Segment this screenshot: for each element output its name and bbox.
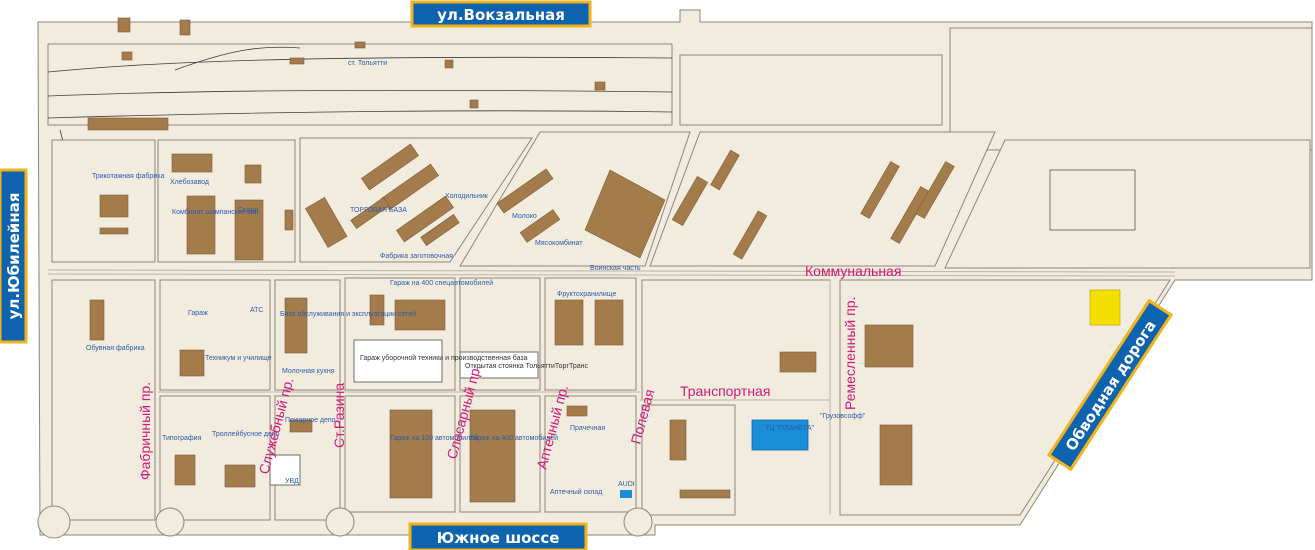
label-ats: АТС [250, 307, 263, 314]
street-transportnaya: Транспортная [680, 383, 770, 399]
label-trolley-depot: Троллейбусное депо [212, 430, 280, 438]
label-bakery: Хлебозавод [170, 178, 209, 186]
block-typography [159, 395, 271, 521]
label-knitting: Трикотажная фабрика [92, 172, 164, 180]
label-procurement: Фабрика заготовочная [380, 252, 453, 260]
block-shoe [51, 279, 156, 521]
label-open-parking: Открытая стоянка ТольяттиТоргТранс [465, 363, 589, 370]
roundabouts [37, 505, 653, 539]
banner-bottom: Южное шоссе [408, 522, 588, 550]
label-uvd: УВД [285, 478, 299, 485]
label-garage1: Гараж [188, 310, 208, 317]
label-audi: AUDI [618, 481, 635, 488]
label-station: ст. Тольятти [348, 60, 387, 67]
banner-bottom-text: Южное шоссе [437, 529, 560, 547]
block-rail-yard-east [679, 54, 943, 126]
poi-labels: ст. Тольятти Трикотажная фабрика Хлебоза… [86, 60, 866, 496]
label-fire-depot: Пожарное депо [285, 417, 336, 424]
label-cleaning-garage: Гараж уборочной техники и производственн… [360, 354, 528, 362]
road-lines [47, 269, 1176, 515]
label-shoe: Обувная фабрика [86, 344, 145, 352]
label-service-base: База обслуживания и эксплуатации сетей [280, 310, 416, 318]
label-laundry: Прачечная [570, 425, 605, 432]
block-north-east [949, 27, 1313, 151]
label-milk: Молоко [512, 213, 537, 220]
banner-left: ул.Юбилейная [0, 168, 28, 344]
label-garage400b: Гараж на 400 автомобилей [470, 434, 558, 442]
block-north-east-2 [944, 139, 1311, 269]
block-polevaya [641, 404, 736, 516]
block-trade-base [299, 137, 533, 263]
label-garage400: Гараж на 400 спецавтомобилей [390, 279, 493, 287]
label-warehouse: Склад [238, 207, 258, 214]
block-remeslenny [839, 279, 1171, 516]
label-planeta: ТЦ "ПЛАНЕТА" [765, 425, 815, 432]
label-gruzovsoft: "Грузовсофф" [820, 413, 866, 420]
block-station [47, 43, 673, 126]
label-meat: Мясокомбинат [535, 239, 583, 247]
street-st-razina: Ст.Разина [331, 383, 347, 448]
banner-top: ул.Вокзальная [410, 0, 592, 28]
label-pharmacy-store: Аптечный склад [550, 488, 602, 496]
banner-top-text: ул.Вокзальная [437, 6, 565, 24]
label-cold-store: Холодильник [445, 193, 489, 200]
label-typography: Типография [162, 435, 202, 442]
label-military: Воинская часть [590, 265, 641, 272]
railway-lines [47, 46, 673, 211]
street-kommunalnaya: Коммунальная [805, 263, 901, 279]
label-sausage: Комбинат шампанских вин [172, 208, 259, 216]
label-trade-base: ТОРГОВАЯ БАЗА [350, 207, 407, 214]
label-workshops: Техникум и училище [205, 355, 272, 362]
banner-left-text: ул.Юбилейная [5, 193, 23, 320]
street-remeslenny: Ремесленный пр. [842, 297, 858, 410]
block-military [649, 131, 996, 267]
buildings [87, 17, 1136, 503]
label-garage100: Гараж на 100 автомобилей [390, 434, 478, 442]
label-dairy-kitchen: Молочная кухня [282, 368, 335, 375]
block-garage-ats [159, 279, 271, 391]
label-fruit-store: Фруктохранилище [557, 291, 616, 298]
block-transport [641, 279, 831, 401]
street-fabrichny: Фабричный пр. [137, 382, 153, 480]
